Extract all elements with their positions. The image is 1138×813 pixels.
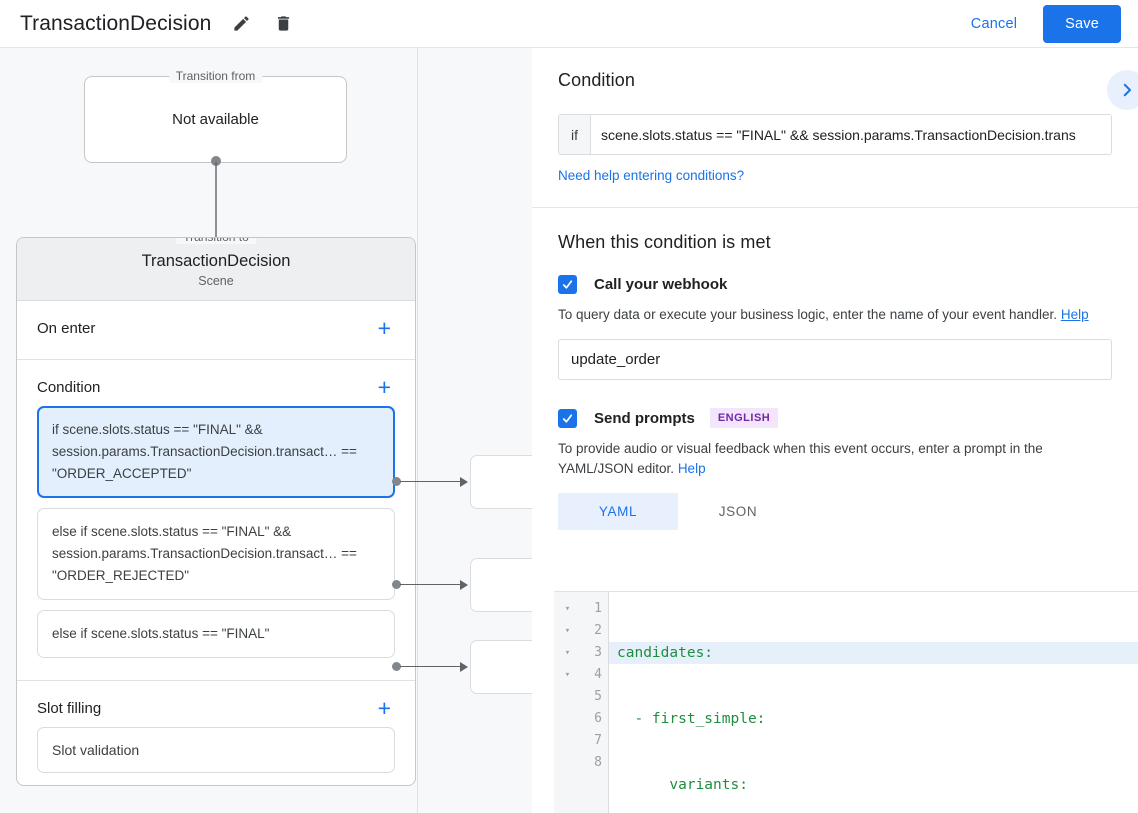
fold-toggle-icon (554, 708, 581, 730)
scene-card: Transition to TransactionDecision Scene … (16, 237, 416, 786)
webhook-help-text: To query data or execute your business l… (558, 305, 1112, 325)
language-badge: ENGLISH (709, 408, 779, 428)
connector-dot (392, 580, 401, 589)
fold-toggle-icon[interactable]: ▾ (564, 604, 571, 614)
webhook-handler-input[interactable] (558, 339, 1112, 380)
webhook-help-link[interactable]: Help (1060, 307, 1089, 322)
condition-detail-panel: Condition if Need help entering conditio… (532, 48, 1138, 813)
code-line[interactable]: variants: (609, 774, 1138, 796)
send-prompts-block: Send prompts ENGLISH To provide audio or… (558, 408, 1112, 530)
code-line-numbers: 1 2 3 4 5 6 7 8 (581, 592, 609, 813)
fold-toggle-icon (554, 686, 581, 708)
yaml-code-editor[interactable]: ▾ ▾ ▾ ▾ 1 2 3 4 5 6 7 8 candidates: - fi… (554, 591, 1138, 813)
code-token-key: variants: (617, 777, 748, 793)
transition-target-card[interactable] (470, 558, 532, 612)
transition-target-card[interactable] (470, 455, 532, 509)
transition-to-legend: Transition to (176, 238, 256, 244)
connector-arrowhead (460, 661, 468, 672)
fold-toggle-icon (554, 730, 581, 752)
condition-input[interactable] (591, 115, 1111, 154)
line-number: 6 (594, 711, 602, 726)
scene-name: TransactionDecision (141, 252, 291, 270)
add-slot-filling-button[interactable]: + (377, 695, 391, 721)
section-title-slot-filling: Slot filling (37, 699, 102, 717)
send-prompts-checkbox-row: Send prompts ENGLISH (558, 408, 1112, 428)
send-prompts-checkbox[interactable] (558, 408, 577, 428)
section-condition: Condition + if scene.slots.status == "FI… (17, 360, 415, 681)
line-number: 8 (594, 755, 602, 770)
connector-arrowhead (460, 476, 468, 487)
condition-prefix-label: if (559, 115, 591, 154)
call-webhook-checkbox[interactable] (558, 275, 577, 294)
webhook-help-sentence: To query data or execute your business l… (558, 307, 1058, 322)
fold-toggle-icon (554, 752, 581, 774)
connector-dot (392, 477, 401, 486)
code-line[interactable]: - first_simple: (609, 708, 1138, 730)
webhook-checkbox-row: Call your webhook (558, 275, 1112, 294)
condition-panel-header: Condition if Need help entering conditio… (532, 48, 1138, 207)
scene-card-header[interactable]: TransactionDecision Scene (17, 238, 415, 301)
section-on-enter: On enter + (17, 301, 415, 360)
fold-toggle-icon[interactable]: ▾ (564, 670, 571, 680)
tab-json[interactable]: JSON (718, 504, 758, 519)
send-prompts-help-text: To provide audio or visual feedback when… (558, 439, 1112, 479)
condition-field[interactable]: if (558, 114, 1112, 155)
condition-list-item[interactable]: else if scene.slots.status == "FINAL" (37, 610, 395, 658)
chevron-right-icon[interactable] (1107, 70, 1138, 110)
cancel-button[interactable]: Cancel (957, 8, 1031, 40)
top-app-bar: TransactionDecision Cancel Save (0, 0, 1138, 48)
transition-from-card: Transition from Not available (84, 69, 347, 163)
add-condition-button[interactable]: + (377, 374, 391, 400)
line-number: 2 (594, 623, 602, 638)
save-button[interactable]: Save (1043, 4, 1121, 43)
canvas-vertical-guide (417, 48, 418, 813)
code-fold-gutter[interactable]: ▾ ▾ ▾ ▾ (554, 592, 581, 813)
section-title-condition: Condition (37, 378, 101, 396)
fold-toggle-icon[interactable]: ▾ (564, 648, 571, 658)
transition-from-value: Not available (172, 111, 259, 128)
tab-yaml[interactable]: YAML (558, 493, 678, 530)
trash-icon[interactable] (271, 12, 295, 36)
line-number: 4 (594, 667, 602, 682)
code-text-area[interactable]: candidates: - first_simple: variants: - … (609, 592, 1138, 813)
line-number: 3 (594, 645, 602, 660)
condition-list-item[interactable]: if scene.slots.status == "FINAL" && sess… (37, 406, 395, 498)
pencil-icon[interactable] (229, 12, 253, 36)
connector-line (400, 584, 462, 586)
connector-line (400, 666, 462, 668)
line-number: 5 (594, 689, 602, 704)
connector-arrowhead (460, 579, 468, 590)
scene-type: Scene (198, 274, 234, 288)
condition-heading: Condition (558, 70, 635, 90)
code-token-key: - first_simple: (617, 711, 766, 727)
when-condition-met-heading: When this condition is met (558, 232, 771, 252)
connector-dot (392, 662, 401, 671)
slot-validation-item[interactable]: Slot validation (37, 727, 395, 773)
send-prompts-help-link[interactable]: Help (677, 461, 706, 476)
line-number: 1 (594, 601, 602, 616)
send-prompts-label: Send prompts (594, 409, 695, 427)
code-line[interactable]: candidates: (609, 642, 1138, 664)
line-number: 7 (594, 733, 602, 748)
send-prompts-help-sentence: To provide audio or visual feedback when… (558, 441, 1043, 476)
condition-list-item[interactable]: else if scene.slots.status == "FINAL" &&… (37, 508, 395, 600)
scene-graph-canvas[interactable]: Transition from Not available Transition… (0, 48, 532, 813)
call-webhook-label: Call your webhook (594, 276, 728, 293)
section-slot-filling: Slot filling + Slot validation (17, 681, 415, 785)
condition-panel-body: When this condition is met Call your web… (532, 208, 1138, 530)
add-on-enter-button[interactable]: + (377, 315, 391, 341)
fold-toggle-icon[interactable]: ▾ (564, 626, 571, 636)
transition-from-legend: Transition from (168, 69, 263, 83)
transition-target-card[interactable] (470, 640, 532, 694)
code-token-key: candidates: (617, 645, 714, 661)
page-title: TransactionDecision (20, 11, 212, 35)
section-title-on-enter: On enter (37, 319, 96, 337)
panel-divider (532, 207, 1138, 208)
top-bar-actions: Cancel Save (957, 4, 1138, 43)
editor-format-tabs: YAML JSON (558, 493, 1112, 530)
connector-line (400, 481, 462, 483)
webhook-block: Call your webhook To query data or execu… (558, 275, 1112, 380)
condition-help-link[interactable]: Need help entering conditions? (558, 168, 745, 183)
